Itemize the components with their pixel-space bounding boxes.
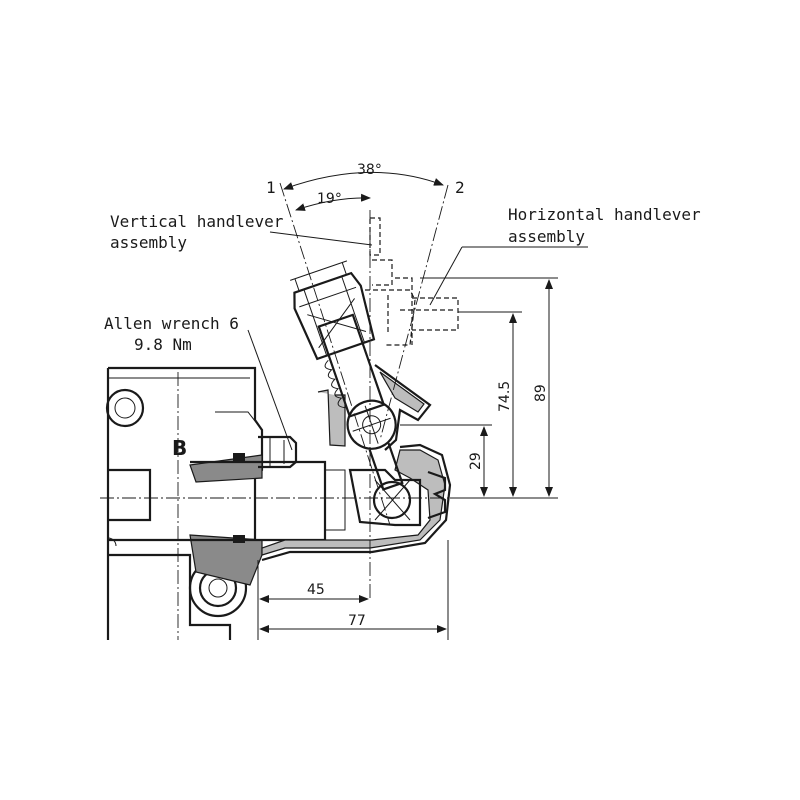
lever-housing — [189, 364, 452, 586]
position-1-label: 1 — [266, 178, 276, 197]
horizontal-handlever-label-line1: Horizontal handlever — [508, 205, 701, 224]
centre-lines — [100, 182, 460, 640]
valve-body: B — [105, 366, 264, 640]
position-2-label: 2 — [455, 178, 465, 197]
vertical-handlever — [290, 260, 404, 491]
horizontal-dimensions: 45 77 — [257, 540, 449, 640]
angle-half-label: 19° — [317, 191, 342, 207]
allen-wrench-label-line2: 9.8 Nm — [134, 335, 192, 354]
dim-29: 29 — [468, 452, 484, 470]
horizontal-handlever — [365, 217, 459, 346]
dim-74-5: 74.5 — [497, 381, 513, 412]
dim-45: 45 — [307, 582, 325, 598]
angle-total-label: 38° — [357, 162, 382, 178]
vertical-handlever-label-line1: Vertical handlever — [110, 212, 284, 231]
dim-89: 89 — [533, 384, 549, 402]
horizontal-handlever-label-line2: assembly — [508, 227, 585, 246]
vertical-handlever-label-line2: assembly — [110, 233, 187, 252]
allen-wrench-label-line1: Allen wrench 6 — [104, 314, 239, 333]
angle-dimensions: 38° 19° 1 2 — [266, 162, 465, 211]
vertical-dimensions: 89 74.5 29 — [412, 277, 558, 499]
port-letter: B — [172, 436, 187, 460]
allen-screw — [258, 435, 298, 469]
callouts: Vertical handlever assembly Horizontal h… — [104, 205, 701, 469]
dim-77: 77 — [348, 613, 366, 629]
